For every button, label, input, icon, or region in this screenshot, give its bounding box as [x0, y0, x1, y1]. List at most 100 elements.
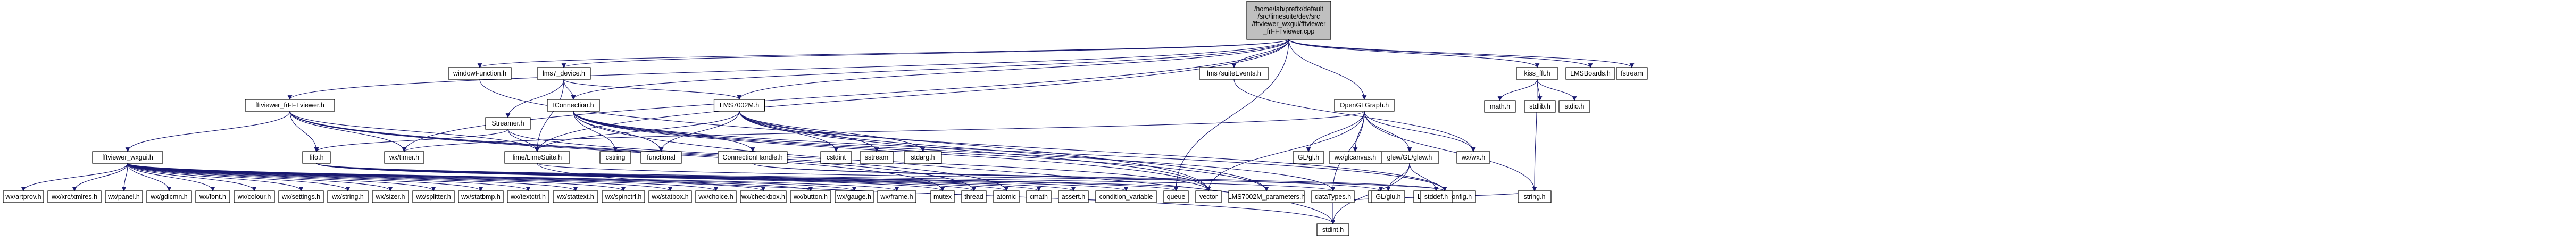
header-node-condition-variable[interactable]: condition_variable	[1095, 190, 1157, 203]
node-label: stdlib.h	[1529, 103, 1550, 110]
include-edge	[127, 163, 304, 191]
header-node-IConnection-h[interactable]: IConnection.h	[547, 99, 600, 112]
include-edge	[127, 163, 215, 191]
node-label: string.h	[1524, 193, 1546, 201]
node-label: wx/xrc/xmlres.h	[51, 193, 97, 201]
include-edge	[505, 79, 564, 118]
include-edge	[1306, 111, 1365, 152]
header-node-wx-panel-h[interactable]: wx/panel.h	[105, 190, 143, 203]
include-edge	[1537, 79, 1577, 101]
header-node-cstring[interactable]: cstring	[599, 151, 631, 164]
header-node-fftviewer-wxgui-h[interactable]: fftviewer_wxgui.h	[92, 151, 163, 164]
header-node-fifo-h[interactable]: fifo.h	[302, 151, 331, 164]
header-node-wx-timer-h[interactable]: wx/timer.h	[384, 151, 424, 164]
header-node-atomic[interactable]: atomic	[993, 190, 1020, 203]
header-node-math-h[interactable]: math.h	[1484, 100, 1516, 113]
header-node-windowFunction-h[interactable]: windowFunction.h	[448, 67, 512, 80]
include-edge	[535, 79, 564, 152]
node-label: fifo.h	[309, 154, 323, 161]
node-label: /home/lab/prefix/default	[1254, 5, 1323, 13]
header-node-vector[interactable]: vector	[1195, 190, 1222, 203]
header-node-wx-font-h[interactable]: wx/font.h	[195, 190, 230, 203]
header-node-fstream[interactable]: fstream	[1616, 67, 1648, 80]
include-edge	[1288, 39, 1540, 68]
header-node-wx-wx-h[interactable]: wx/wx.h	[1456, 151, 1490, 164]
header-node-wx-splitter-h[interactable]: wx/splitter.h	[412, 190, 455, 203]
header-node-stddef-h[interactable]: stddef.h	[1420, 190, 1453, 203]
include-edge	[1364, 111, 1476, 152]
include-edge	[573, 111, 1211, 191]
header-node-glew-GL-glew-h[interactable]: glew/GL/glew.h	[1380, 151, 1439, 164]
header-node-wx-statbox-h[interactable]: wx/statbox.h	[648, 190, 692, 203]
header-node-wx-stattext-h[interactable]: wx/stattext.h	[553, 190, 598, 203]
header-node-wx-gdicmn-h[interactable]: wx/gdicmn.h	[146, 190, 192, 203]
node-label: stdint.h	[1322, 226, 1344, 233]
include-edge	[127, 163, 531, 191]
header-node-thread[interactable]: thread	[961, 190, 987, 203]
header-node-wx-gauge-h[interactable]: wx/gauge.h	[835, 190, 874, 203]
header-node-wx-choice-h[interactable]: wx/choice.h	[695, 190, 737, 203]
node-label: kiss_fft.h	[1524, 70, 1550, 77]
include-edge	[507, 129, 1211, 191]
header-node-wx-settings-h[interactable]: wx/settings.h	[278, 190, 324, 203]
include-edge	[1497, 79, 1538, 101]
header-node-assert-h[interactable]: assert.h	[1058, 190, 1089, 203]
header-node-wx-statbmp-h[interactable]: wx/statbmp.h	[458, 190, 504, 203]
include-edge	[737, 39, 1289, 100]
header-node-cstdint[interactable]: cstdint	[820, 151, 852, 164]
header-node-stdlib-h[interactable]: stdlib.h	[1524, 100, 1556, 113]
header-node-wx-textctrl-h[interactable]: wx/textctrl.h	[507, 190, 549, 203]
header-node-wx-glcanvas-h[interactable]: wx/glcanvas.h	[1329, 151, 1382, 164]
header-node-LMSBoards-h[interactable]: LMSBoards.h	[1565, 67, 1615, 80]
header-node-GL-glu-h[interactable]: GL/glu.h	[1371, 190, 1405, 203]
header-node-cmath[interactable]: cmath	[1026, 190, 1052, 203]
node-label: assert.h	[1062, 193, 1086, 201]
header-node-string-h[interactable]: string.h	[1518, 190, 1552, 203]
node-label: wx/checkbox.h	[741, 193, 785, 201]
header-node-sstream[interactable]: sstream	[860, 151, 894, 164]
header-node-mutex[interactable]: mutex	[930, 190, 955, 203]
header-node-OpenGLGraph-h[interactable]: OpenGLGraph.h	[1334, 99, 1395, 112]
header-node-wx-string-h[interactable]: wx/string.h	[327, 190, 369, 203]
node-label: Streamer.h	[491, 120, 524, 127]
header-node-wx-spinctrl-h[interactable]: wx/spinctrl.h	[602, 190, 645, 203]
header-node-lms7suiteEvents-h[interactable]: lms7suiteEvents.h	[1199, 67, 1269, 80]
header-node-GL-gl-h[interactable]: GL/gl.h	[1293, 151, 1324, 164]
header-node-wx-xrc-xmlres-h[interactable]: wx/xrc/xmlres.h	[47, 190, 102, 203]
node-label: wx/statbmp.h	[461, 193, 501, 201]
header-node-wx-checkbox-h[interactable]: wx/checkbox.h	[740, 190, 787, 203]
header-node-limesuite-LimeSuite-h[interactable]: lime/LimeSuite.h	[504, 151, 570, 164]
node-label: fstream	[1621, 70, 1643, 77]
header-node-stdarg-h[interactable]: stdarg.h	[904, 151, 942, 164]
node-label: math.h	[1490, 103, 1510, 110]
node-label: cstring	[606, 154, 626, 161]
include-edge	[127, 163, 257, 191]
header-node-LMS7002M-parameters-h[interactable]: LMS7002M_parameters.h	[1228, 190, 1305, 203]
header-node-wx-colour-h[interactable]: wx/colour.h	[234, 190, 275, 203]
header-node-wx-frame-h[interactable]: wx/frame.h	[877, 190, 916, 203]
header-node-LMS7002M-h[interactable]: LMS7002M.h	[713, 99, 765, 112]
include-edge	[573, 111, 1447, 191]
header-node-fftviewer-frFFTviewer-h[interactable]: fftviewer_frFFTviewer.h	[245, 99, 335, 112]
include-edge	[125, 111, 290, 152]
header-node-wx-sizer-h[interactable]: wx/sizer.h	[372, 190, 409, 203]
header-node-lms7-device-h[interactable]: lms7_device.h	[537, 67, 591, 80]
header-node-Streamer-h[interactable]: Streamer.h	[485, 117, 531, 130]
include-edge	[314, 129, 508, 152]
include-edge	[1233, 79, 1476, 152]
include-edge	[289, 111, 319, 152]
header-node-stdint-h[interactable]: stdint.h	[1316, 223, 1349, 236]
header-node-wx-artprov-h[interactable]: wx/artprov.h	[3, 190, 44, 203]
header-node-stdio-h[interactable]: stdio.h	[1558, 100, 1590, 113]
include-edge	[537, 163, 1447, 191]
header-node-functional[interactable]: functional	[640, 151, 682, 164]
node-label: wx/settings.h	[281, 193, 320, 201]
root-file-node[interactable]: /home/lab/prefix/default/src/limesuite/d…	[1246, 1, 1331, 40]
header-node-dataTypes-h[interactable]: dataTypes.h	[1311, 190, 1355, 203]
header-node-kiss-fft-h[interactable]: kiss_fft.h	[1516, 67, 1558, 80]
header-node-ConnectionHandle-h[interactable]: ConnectionHandle.h	[718, 151, 788, 164]
header-node-queue[interactable]: queue	[1163, 190, 1189, 203]
include-edge	[1364, 111, 1412, 152]
node-label: queue	[1167, 193, 1186, 201]
header-node-wx-button-h[interactable]: wx/button.h	[790, 190, 831, 203]
